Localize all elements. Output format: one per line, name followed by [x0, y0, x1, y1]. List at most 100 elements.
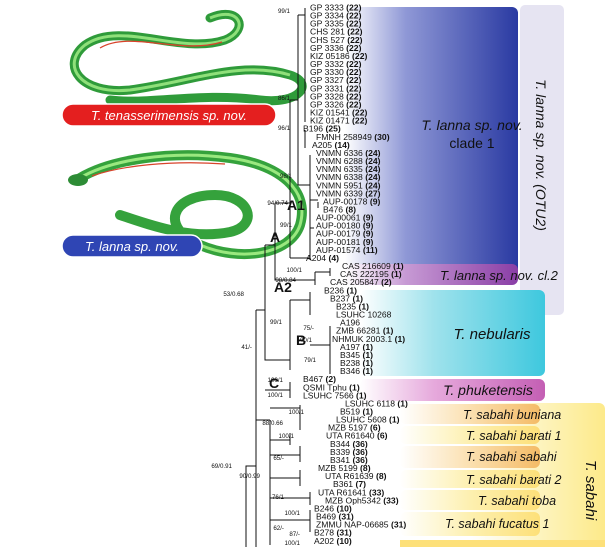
phuketensis-panel — [360, 379, 545, 401]
tip-label: VNMN 6336 (24) — [316, 148, 381, 158]
support-values: 99/1 86/1 96/1 98/1 94/0.74 99/1 100/1 98/0.84 5… — [211, 8, 316, 547]
lanna-clade1-panel — [345, 7, 518, 284]
tip-label: B344 (36) — [330, 439, 368, 449]
tip-label: B476 (8) — [323, 205, 356, 215]
support-value: 100/1 — [268, 392, 284, 399]
tip-label: VNMN 6335 (24) — [316, 164, 381, 174]
tenasserimensis-label: T. tenasserimensis sp. nov. — [91, 108, 247, 123]
tip-label: UTA R61639 (8) — [325, 471, 387, 481]
support-value: 99/1 — [270, 319, 283, 326]
tip-label: GP 3332 (22) — [310, 59, 362, 69]
tip-label: CHS 281 (22) — [310, 27, 363, 37]
sabahi-barati2-panel — [400, 470, 540, 488]
tip-label: AUP-00179 (9) — [316, 229, 373, 239]
tip-label: GP 3334 (22) — [310, 11, 362, 21]
snake-illustration-top — [69, 9, 307, 106]
node-letters: A A1 A2 B C — [269, 197, 306, 391]
tip-label: B341 (36) — [330, 455, 368, 465]
tip-label: A205 (14) — [312, 140, 350, 150]
tip-label: CAS 216609 (1) — [342, 261, 404, 271]
tip-label: KIZ 01471 (22) — [310, 116, 367, 126]
photo-tenasserimensis: T. tenasserimensis sp. nov. — [61, 9, 307, 127]
tip-label: VNMN 6288 (24) — [316, 156, 381, 166]
support-value: 94/0.74 — [267, 200, 288, 207]
lanna-label-bg — [61, 234, 203, 258]
side-sabahi-label: T. sabahi — [582, 460, 599, 521]
support-value: 69/0.91 — [211, 463, 232, 470]
phuketensis-label: T. phuketensis — [443, 382, 533, 398]
tip-label: MZB 5197 (6) — [328, 423, 381, 433]
support-value: 88/0.66 — [262, 420, 283, 427]
support-value: 100/1 — [285, 540, 301, 547]
support-value: 99/1 — [280, 222, 293, 229]
tip-label: B235 (1) — [336, 302, 369, 312]
tip-label: B519 (1) — [340, 407, 373, 417]
support-value: 98/1 — [280, 173, 293, 180]
tip-label: B236 (1) — [324, 285, 357, 295]
support-value: 99/1 — [278, 8, 291, 15]
tip-label: AUP-00178 (9) — [323, 196, 380, 206]
support-value: 86/1 — [278, 95, 291, 102]
sabahi-sabahi-label: T. sabahi sabahi — [466, 450, 558, 464]
tip-label: AUP-00181 (9) — [316, 237, 373, 247]
support-value: 87/- — [289, 531, 300, 538]
tip-label: FMNH 258949 (30) — [316, 132, 390, 142]
tip-label: VNMN 5951 (24) — [316, 180, 381, 190]
tip-label: B345 (1) — [340, 350, 373, 360]
tip-label: B361 (7) — [333, 479, 366, 489]
tip-label: KIZ 05186 (22) — [310, 51, 367, 61]
sabahi-barati2-label: T. sabahi barati 2 — [466, 473, 561, 487]
tip-label: A196 — [340, 318, 360, 328]
sabahi-barati1-label: T. sabahi barati 1 — [466, 429, 561, 443]
lanna-clade1-label-line1: T. lanna sp. nov. — [421, 117, 522, 133]
support-value: 53/0.68 — [223, 291, 244, 298]
support-value: 100/1 — [287, 267, 303, 274]
lanna-cl2-panel — [345, 264, 518, 285]
clade-panels — [345, 5, 605, 547]
tip-label: GP 3331 (22) — [310, 83, 362, 93]
tip-label: CHS 527 (22) — [310, 35, 363, 45]
tip-label: B237 (1) — [330, 293, 363, 303]
tip-label: GP 3335 (22) — [310, 19, 362, 29]
tip-label: B339 (36) — [330, 447, 368, 457]
tip-label: MZB Oph5342 (33) — [325, 495, 399, 505]
tip-label: CAS 222195 (1) — [340, 269, 402, 279]
tip-label: GP 3333 (22) — [310, 3, 362, 13]
tip-label: A204 (4) — [306, 253, 339, 263]
sabahi-buniana-panel — [400, 404, 540, 424]
tip-label: B346 (1) — [340, 366, 373, 376]
tip-label: LSUHC 7566 (1) — [303, 390, 367, 400]
sabahi-toba-panel — [400, 490, 540, 510]
sabahi-fucatus1-panel — [400, 512, 540, 536]
tip-label: GP 3326 (22) — [310, 100, 362, 110]
tip-label: GP 3327 (22) — [310, 75, 362, 85]
tip-label: VNMN 6338 (24) — [316, 172, 381, 182]
node-A: A — [270, 229, 280, 245]
tip-label: CAS 205847 (2) — [330, 277, 392, 287]
tip-label: B278 (31) — [314, 528, 352, 538]
tip-labels: GP 3333 (22)GP 3334 (22)GP 3335 (22)CHS … — [303, 3, 408, 546]
nebularis-label: T. nebularis — [454, 326, 531, 343]
support-value: 62/- — [273, 525, 284, 532]
sabahi-sabahi-panel — [400, 446, 540, 468]
tip-label: AUP-00180 (9) — [316, 221, 373, 231]
support-value: 90/0.99 — [239, 473, 260, 480]
tip-label: NHMUK 2003.1 (1) — [332, 334, 405, 344]
tip-label: B246 (10) — [314, 504, 352, 514]
tip-label: GP 3328 (22) — [310, 91, 362, 101]
tip-label: B238 (1) — [340, 358, 373, 368]
support-value: 96/1 — [278, 125, 291, 132]
support-value: 100/1 — [268, 377, 284, 384]
sabahi-toba-label: T. sabahi toba — [478, 494, 556, 508]
tip-label: B469 (31) — [316, 512, 354, 522]
support-value: 100/1 — [279, 433, 295, 440]
tip-label: LSUHC 6118 (1) — [345, 398, 408, 408]
support-value: 100/1 — [289, 409, 305, 416]
lanna-cl2-label: T. lanna sp. nov. cl.2 — [440, 268, 559, 283]
nebularis-panel — [360, 290, 545, 376]
sabahi-barati1-panel — [400, 426, 540, 444]
support-value: 98/0.84 — [275, 277, 296, 284]
snake-head — [68, 174, 88, 186]
support-value: 100/1 — [285, 510, 301, 517]
support-value: 75/- — [303, 325, 314, 332]
